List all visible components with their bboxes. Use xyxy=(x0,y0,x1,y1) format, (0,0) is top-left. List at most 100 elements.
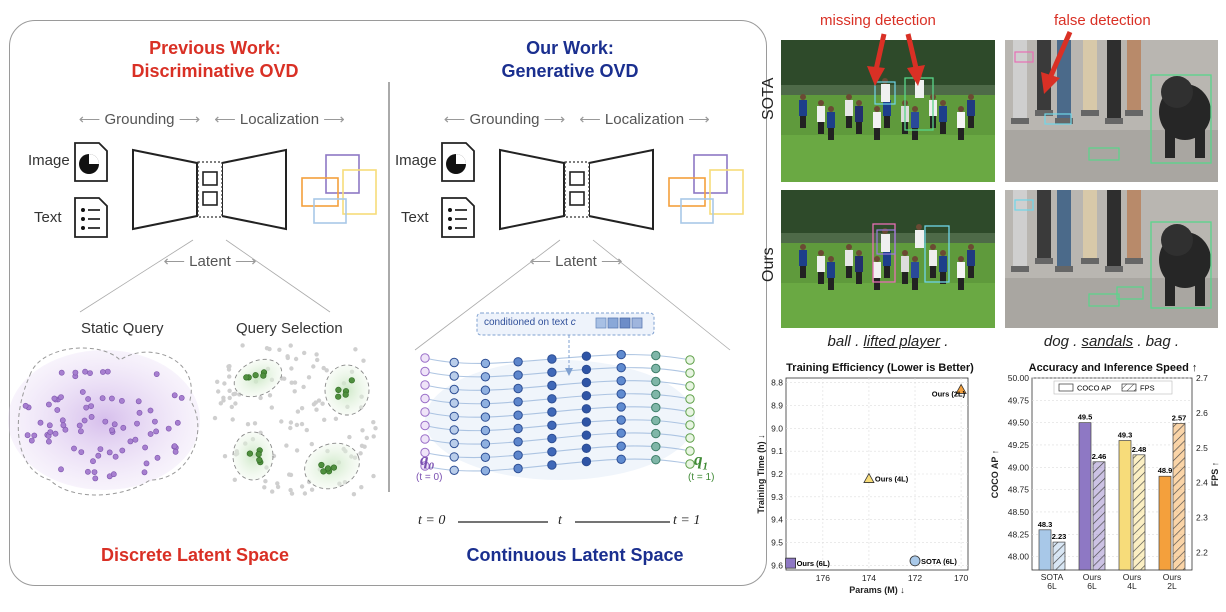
fps-value-label: 2.23 xyxy=(1052,532,1067,541)
fps-bar xyxy=(1132,454,1146,571)
shoe xyxy=(1011,266,1029,272)
latent-state-point xyxy=(616,454,626,464)
continuous-latent-title: Continuous Latent Space xyxy=(466,545,684,565)
query-point xyxy=(58,394,64,400)
latent-state-point xyxy=(651,415,661,426)
fps-value-label: 2.46 xyxy=(1092,452,1107,461)
red-arrow-icon xyxy=(1041,31,1073,94)
candidate-point xyxy=(306,375,312,380)
player-head xyxy=(958,106,964,112)
query-point xyxy=(141,469,148,476)
y-tick-label: 9.5 xyxy=(771,538,783,548)
architecture-diagram xyxy=(8,142,744,523)
y-tick-label: 49.25 xyxy=(1008,440,1030,450)
query-point xyxy=(79,389,86,395)
query-point xyxy=(135,398,142,405)
continuous-flow-diagram xyxy=(420,312,695,523)
candidate-point xyxy=(231,392,236,397)
lifted-player xyxy=(915,230,924,248)
false-detection-label: false detection xyxy=(1054,12,1151,29)
caption-dot: . xyxy=(1174,333,1180,350)
candidate-point xyxy=(299,484,305,489)
player-head xyxy=(912,106,918,112)
y2-tick-label: 2.5 xyxy=(1196,443,1208,453)
selected-query-point xyxy=(260,372,267,379)
query-point xyxy=(28,437,35,444)
static-query-label: Static Query xyxy=(81,320,164,337)
latent-state-point xyxy=(547,460,557,470)
q0-subscript: 0 xyxy=(428,460,435,473)
player-legs xyxy=(828,128,834,140)
panel-divider xyxy=(388,82,390,492)
x-category-label: Ours xyxy=(1083,572,1101,582)
latent-state-point xyxy=(513,423,523,434)
scatter-point xyxy=(863,472,875,483)
selected-query-point xyxy=(256,456,263,464)
query-selection-label: Query Selection xyxy=(236,320,343,337)
query-point xyxy=(51,395,58,402)
query-point xyxy=(178,394,185,401)
y-tick-label: 48.50 xyxy=(1008,507,1030,517)
query-point xyxy=(109,395,115,402)
caption-lifted-player: lifted player xyxy=(863,333,941,350)
player-head xyxy=(828,106,834,112)
candidate-point xyxy=(245,422,251,427)
candidate-point xyxy=(221,395,226,400)
point-label: Ours (2L) xyxy=(932,389,966,398)
x-category-label: SOTA xyxy=(1041,572,1064,582)
grounding-text: Grounding xyxy=(469,111,540,128)
player-head xyxy=(968,244,974,250)
player xyxy=(799,250,807,266)
previous-work-title-line2: Discriminative OVD xyxy=(131,61,299,81)
latent-state-point xyxy=(420,447,430,458)
selected-query-point xyxy=(335,393,342,400)
latent-text: Latent xyxy=(189,253,231,270)
latent-state-point xyxy=(513,357,523,367)
text-input-label-left: Text xyxy=(34,209,62,226)
latent-state-point xyxy=(513,450,523,460)
fps-value-label: 2.48 xyxy=(1132,445,1147,454)
latent-state-point xyxy=(449,452,459,462)
shoe xyxy=(1105,266,1123,272)
q0-label: q0 xyxy=(420,450,434,472)
fps-bar xyxy=(1172,423,1186,571)
latent-state-point xyxy=(449,465,459,475)
y-tick-label: 48.00 xyxy=(1008,552,1030,562)
q1-subscript: 1 xyxy=(702,460,709,473)
player xyxy=(855,256,863,272)
candidate-point xyxy=(218,401,223,406)
candidate-point xyxy=(226,364,231,369)
player-legs xyxy=(930,266,936,278)
candidate-point xyxy=(258,395,263,401)
candidate-point xyxy=(313,400,318,405)
candidate-point xyxy=(288,487,293,493)
candidate-point xyxy=(316,398,322,403)
player-legs xyxy=(912,128,918,140)
query-point xyxy=(104,368,111,375)
bar-chart-title: Accuracy and Inference Speed ↑ xyxy=(1028,362,1198,374)
encoder-block xyxy=(499,148,565,231)
candidate-point xyxy=(309,441,314,447)
player-legs xyxy=(800,266,806,278)
query-point xyxy=(85,468,91,475)
latent-state-point xyxy=(420,353,430,363)
y-tick-label: 49.75 xyxy=(1008,395,1030,405)
candidate-point xyxy=(360,428,365,433)
discrete-latent-title: Discrete Latent Space xyxy=(100,545,290,565)
candidate-point xyxy=(222,381,227,386)
latent-state-point xyxy=(449,438,459,449)
conditioned-on-text-label: conditioned on text c xyxy=(484,317,576,328)
candidate-point xyxy=(267,393,273,398)
latent-state-point xyxy=(651,363,661,374)
player-legs xyxy=(902,272,908,284)
legend-label: COCO AP xyxy=(1077,384,1111,393)
latent-text: Latent xyxy=(555,253,597,270)
player-head xyxy=(930,244,936,250)
red-arrow-icon xyxy=(867,33,887,86)
player-legs xyxy=(958,128,964,140)
street-photo-sota xyxy=(1005,40,1218,182)
latent-state-point xyxy=(449,425,459,435)
player xyxy=(967,100,975,116)
text-file-icon xyxy=(74,197,108,238)
